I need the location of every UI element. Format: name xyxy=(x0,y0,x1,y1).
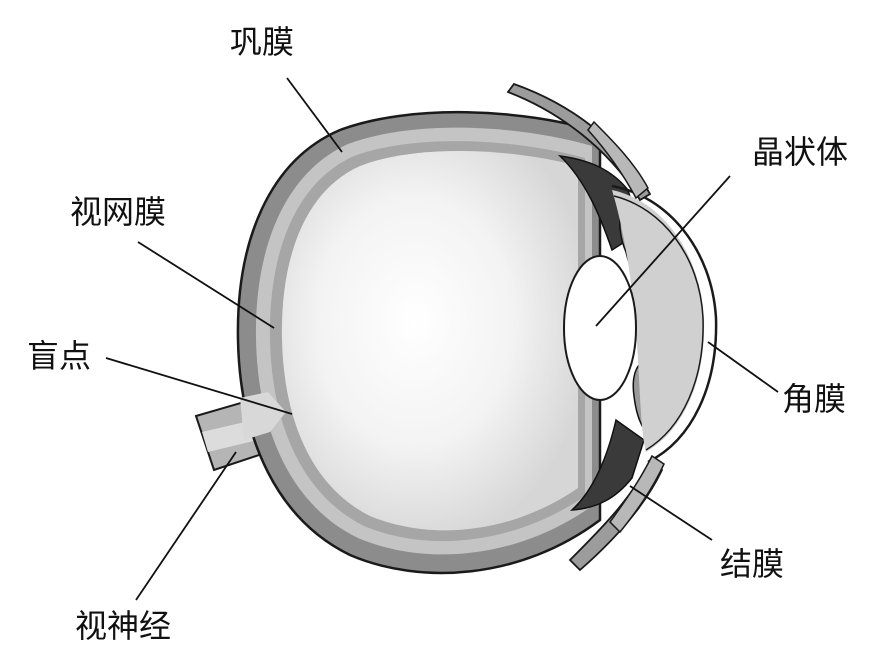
leader-blind-spot xyxy=(105,357,293,415)
cornea xyxy=(611,184,718,464)
label-optic-nerve: 视神经 xyxy=(75,607,172,645)
lower-eyelid-tip xyxy=(609,454,665,534)
upper-eyelid-tip xyxy=(587,120,649,200)
cornea-inner xyxy=(613,195,704,451)
label-lens: 晶状体 xyxy=(752,133,849,171)
label-retina: 视网膜 xyxy=(70,193,167,231)
vitreous-body xyxy=(281,150,578,531)
leader-optic-nerve xyxy=(135,451,237,601)
lens xyxy=(563,255,637,401)
leader-cornea xyxy=(707,341,779,393)
label-blind-spot: 盲点 xyxy=(27,337,92,375)
anterior-chamber xyxy=(612,190,705,452)
blind-spot-area xyxy=(240,392,286,440)
ciliary-body-lower xyxy=(569,418,645,511)
leader-lines xyxy=(105,77,779,601)
leader-lens xyxy=(595,175,731,327)
label-conjunctiva: 结膜 xyxy=(720,545,785,583)
leader-conjunctiva xyxy=(629,485,713,541)
label-cornea: 角膜 xyxy=(782,380,847,418)
leader-sclera xyxy=(286,77,343,153)
leader-retina xyxy=(137,241,275,329)
label-sclera: 巩膜 xyxy=(230,23,295,61)
